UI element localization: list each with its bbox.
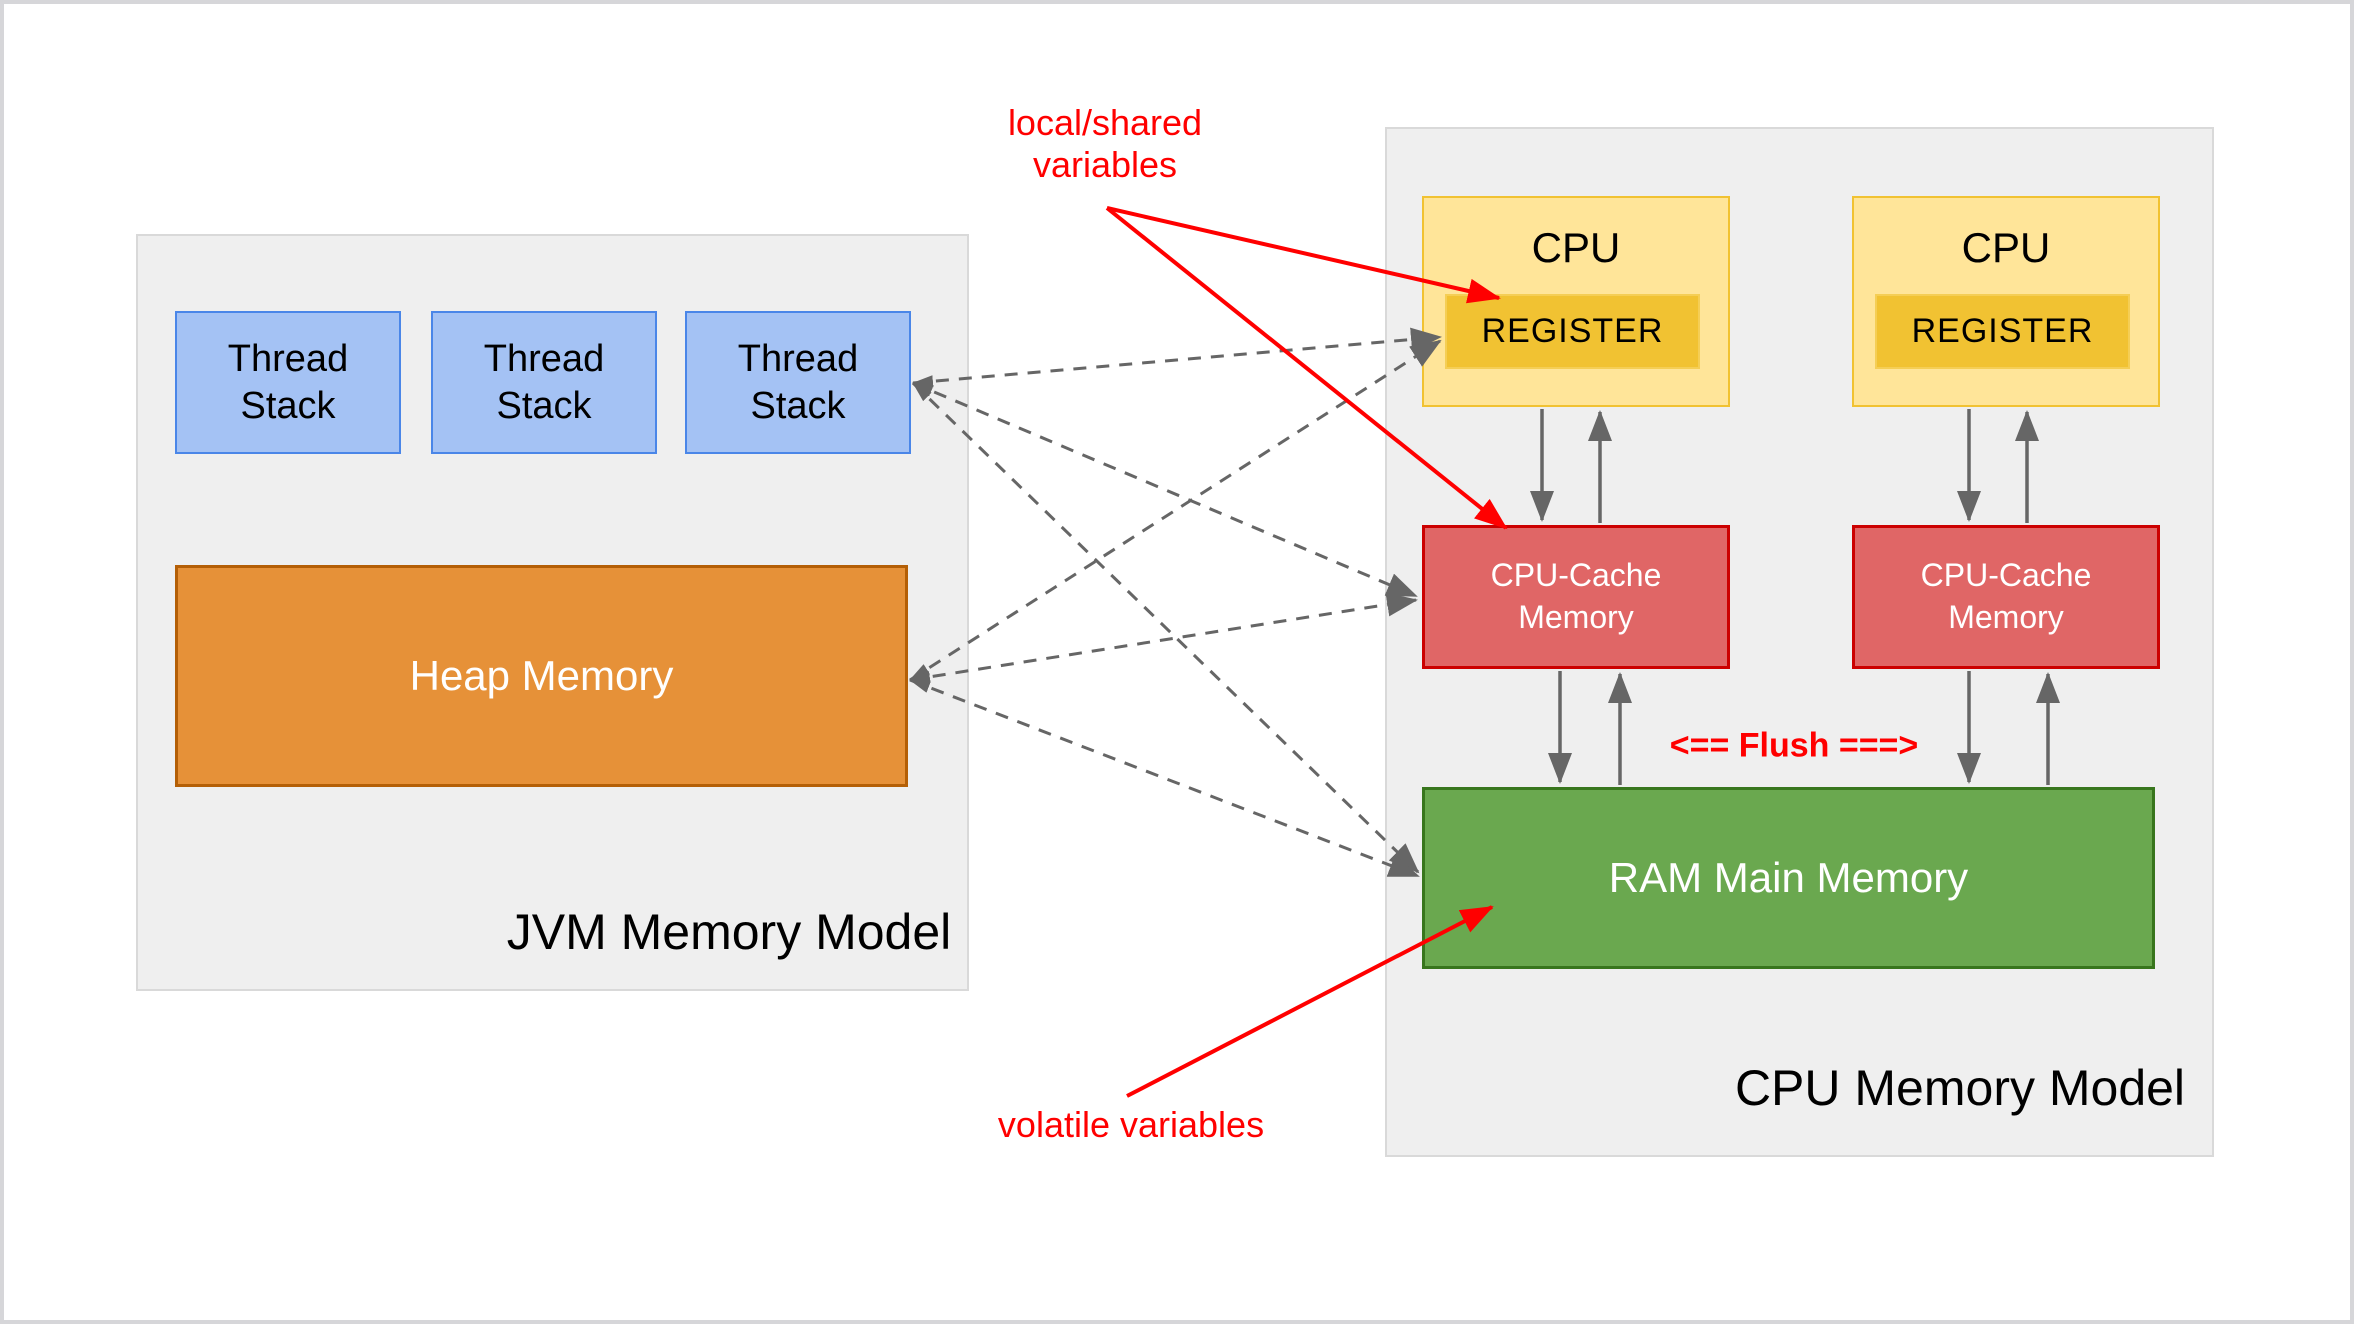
register-box-2: REGISTER	[1875, 294, 2130, 369]
dashed-arrow-threadstack-register	[912, 327, 1442, 388]
volatile-variables-label: volatile variables	[997, 1103, 1265, 1145]
thread-stack-box-3: Thread Stack	[685, 311, 911, 454]
dashed-arrow-heap-register	[909, 339, 1442, 682]
register-box-1: REGISTER	[1445, 294, 1700, 369]
dashed-arrow-heap-ram	[909, 678, 1420, 878]
jvm-memory-model-title: JVM Memory Model	[506, 904, 952, 960]
dashed-arrow-threadstack-ram	[911, 381, 1420, 874]
cpu-memory-model-title: CPU Memory Model	[1734, 1060, 2186, 1116]
dashed-arrow-threadstack-cache	[912, 381, 1418, 598]
cpu-cache-memory-box-1: CPU-Cache Memory	[1422, 525, 1730, 669]
thread-stack-box-1: Thread Stack	[175, 311, 401, 454]
ram-main-memory-box: RAM Main Memory	[1422, 787, 2155, 969]
heap-memory-box: Heap Memory	[175, 565, 908, 787]
thread-stack-box-2: Thread Stack	[431, 311, 657, 454]
local-shared-variables-label: local/shared variables	[1007, 101, 1203, 185]
cpu-cache-memory-box-2: CPU-Cache Memory	[1852, 525, 2160, 669]
flush-label: <== Flush ===>	[1669, 726, 1919, 765]
dashed-arrow-heap-cache	[909, 592, 1418, 683]
